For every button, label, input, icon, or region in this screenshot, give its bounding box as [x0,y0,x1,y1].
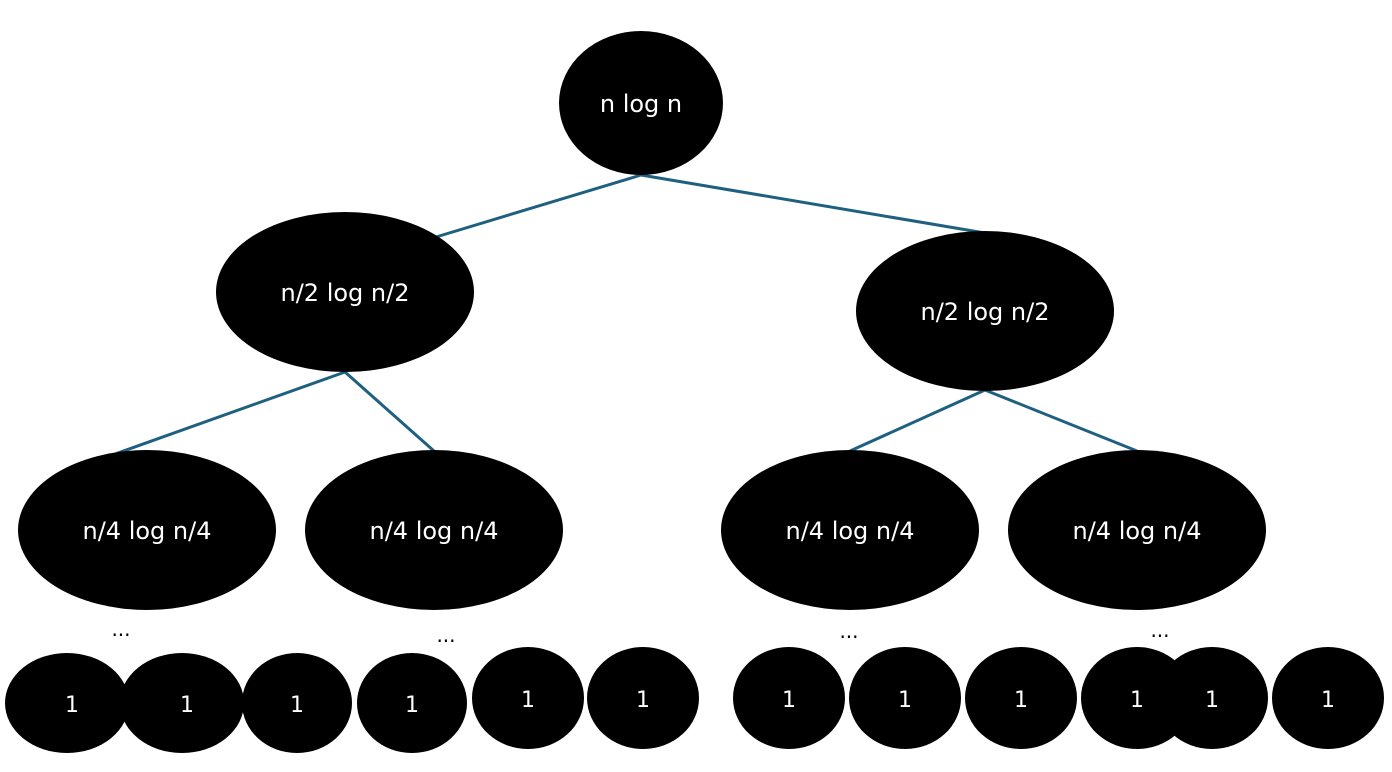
tree-node-level1-left: n/2 log n/2 [216,212,474,372]
node-label: n/4 log n/4 [1073,517,1202,545]
node-label: n/2 log n/2 [921,298,1050,326]
leaf-label: 1 [405,693,419,718]
tree-node-level1-right: n/2 log n/2 [856,231,1114,391]
node-label: n log n [600,90,682,118]
leaf-shape [587,647,699,749]
ellipsis-1: ... [111,617,130,641]
leaf-node-8: 1 [849,647,961,749]
node-shape [856,231,1114,391]
leaf-node-1: 1 [5,653,129,753]
leaf-node-2: 1 [120,653,244,753]
leaf-shape [120,653,244,753]
leaf-label: 1 [1014,688,1028,713]
node-label: n/4 log n/4 [786,517,915,545]
leaf-shape [5,653,129,753]
leaf-label: 1 [180,693,194,718]
leaf-label: 1 [1205,688,1219,713]
leaf-shape [1272,647,1384,749]
edge-right-rightchild [984,388,1138,453]
tree-node-level2-2: n/4 log n/4 [305,450,563,610]
edge-left-rightchild [344,370,435,453]
leaf-node-4: 1 [357,653,467,753]
edge-left-leftchild [114,370,346,456]
tree-node-root: n log n [559,31,723,175]
leaf-label: 1 [898,688,912,713]
node-shape [305,450,563,610]
leaf-node-9: 1 [965,647,1077,749]
tree-node-level2-3: n/4 log n/4 [721,450,979,610]
leaf-node-6: 1 [587,647,699,749]
ellipsis-2: ... [436,623,455,647]
leaf-label: 1 [1321,688,1335,713]
node-shape [559,31,723,175]
leaf-shape [849,647,961,749]
leaf-node-7: 1 [733,647,845,749]
leaf-node-5: 1 [472,647,584,749]
leaf-node-11: 1 [1156,647,1268,749]
leaf-label: 1 [65,693,79,718]
leaf-node-3: 1 [242,653,352,753]
leaf-row: 1 1 1 1 1 1 1 1 [5,647,1384,753]
node-label: n/4 log n/4 [83,517,212,545]
ellipsis-markers: ... ... ... ... [111,617,1169,647]
leaf-label: 1 [521,688,535,713]
node-label: n/2 log n/2 [281,279,410,307]
tree-node-level2-1: n/4 log n/4 [18,450,276,610]
ellipsis-3: ... [839,619,858,643]
node-shape [721,450,979,610]
leaf-label: 1 [290,693,304,718]
edge-root-right [640,173,986,235]
leaf-label: 1 [782,688,796,713]
node-label: n/4 log n/4 [370,517,499,545]
edge-right-leftchild [849,388,986,453]
leaf-label: 1 [636,688,650,713]
leaf-shape [733,647,845,749]
node-shape [1008,450,1266,610]
leaf-node-12: 1 [1272,647,1384,749]
tree-node-level2-4: n/4 log n/4 [1008,450,1266,610]
node-shape [18,450,276,610]
leaf-shape [1156,647,1268,749]
leaf-label: 1 [1130,688,1144,713]
leaf-shape [965,647,1077,749]
leaf-shape [357,653,467,753]
edge-root-left [435,173,642,239]
leaf-shape [472,647,584,749]
tree-edges [114,173,1138,456]
node-shape [216,212,474,372]
leaf-shape [242,653,352,753]
ellipsis-4: ... [1150,618,1169,642]
